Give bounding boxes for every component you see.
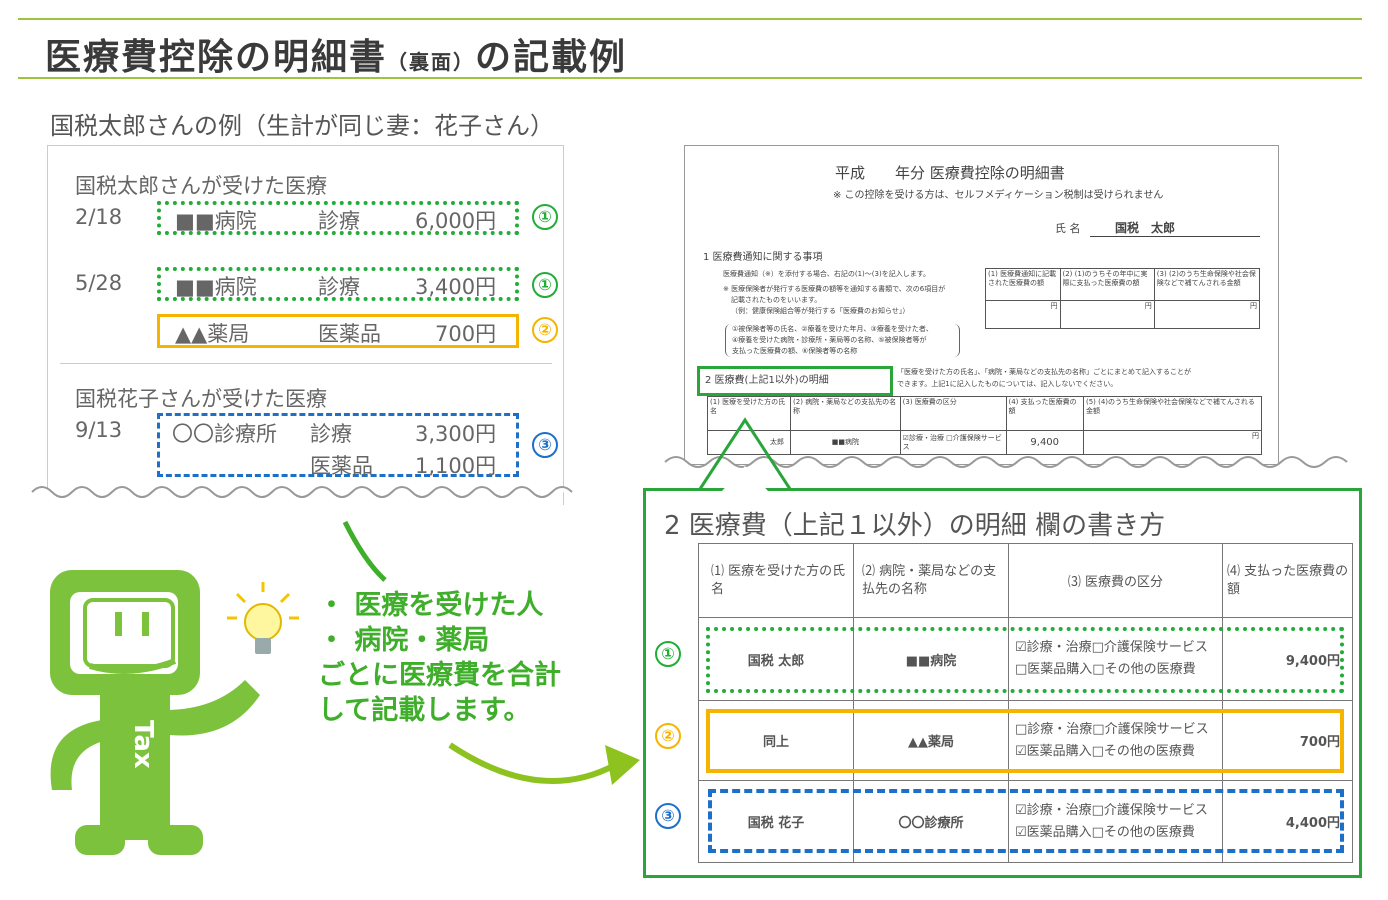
- text: 医療費通知（※）を添付する場合、右記の(1)〜(3)を記入します。: [723, 270, 930, 278]
- type: 診療: [318, 275, 360, 299]
- row-3-highlight: [708, 789, 1344, 853]
- group-1-box: [157, 267, 519, 301]
- wavy-cut-right: [665, 457, 1355, 485]
- mark-1: ①: [532, 272, 558, 298]
- form-title: 平成 年分 医療費控除の明細書: [835, 164, 1065, 182]
- mark-1: ①: [532, 204, 558, 230]
- group-1-box: [157, 201, 519, 235]
- name-value: 国税 太郎: [1090, 221, 1260, 237]
- amount: 1,100円: [415, 454, 497, 478]
- type: 診療: [310, 422, 352, 446]
- mark-2: ②: [532, 317, 558, 343]
- name-label: 氏 名: [1055, 222, 1081, 235]
- example-subtitle: 国税太郎さんの例（生計が同じ妻：花子さん）: [50, 112, 554, 140]
- mark-2: ②: [655, 723, 681, 749]
- arrowhead: [605, 745, 640, 785]
- wavy-line: [664, 456, 1348, 468]
- section1-title: 1 医療費通知に関する事項: [703, 252, 823, 263]
- text: 「医療を受けた方の氏名」、「病院・薬局などの支払先の名称」ごとにまとめて記入する…: [897, 368, 1191, 376]
- table-row: 国税 太郎■■病院 ☑診療・治療□介護保険サービス□医薬品購入□その他の医療費 …: [698, 617, 1353, 701]
- col-header: ⑷ 支払った医療費の額: [1222, 543, 1353, 618]
- type: 医薬品: [310, 454, 373, 478]
- taro-heading: 国税太郎さんが受けた医療: [75, 174, 327, 198]
- form-notice: ※ この控除を受ける方は、セルフメディケーション税制は受けられません: [833, 190, 1164, 201]
- text: 記載されたものをいいます。: [731, 296, 822, 304]
- date: 5/28: [75, 271, 123, 295]
- type: 医薬品: [318, 322, 381, 346]
- col-header: ⑵ 病院・薬局などの支払先の名称: [853, 543, 1009, 618]
- section2-title-highlight: 2 医療費(上記1以外)の明細: [697, 366, 893, 396]
- mark-3: ③: [655, 803, 681, 829]
- lightbulb-icon: [227, 582, 299, 654]
- amount: 3,400円: [415, 275, 497, 299]
- place: ▲▲薬局: [175, 322, 250, 346]
- amount: 700円: [435, 322, 497, 346]
- text: できます。上記1に記入したものについては、記入しないでください。: [897, 380, 1118, 388]
- text: ※ 医療保険者が発行する医療費の額等を通知する書類で、次の6項目が: [723, 285, 946, 293]
- summary-message: ・ 医療を受けた人・ 病院・薬局ごとに医療費を合計して記載します。: [318, 590, 561, 726]
- receipts-panel: [47, 145, 564, 505]
- hanako-heading: 国税花子さんが受けた医療: [75, 387, 327, 411]
- group-2-box: [157, 314, 519, 348]
- place: ■■病院: [175, 275, 257, 299]
- col-header: ⑶ 医療費の区分: [1008, 543, 1223, 618]
- type: 診療: [318, 209, 360, 233]
- arrow-from-receipts: [342, 520, 387, 582]
- place: 〇〇診療所: [172, 422, 277, 446]
- group-3-box: [157, 413, 519, 477]
- col-header: ⑴ 医療を受けた方の氏名: [698, 543, 854, 618]
- form-preview: 平成 年分 医療費控除の明細書 ※ この控除を受ける方は、セルフメディケーション…: [684, 145, 1279, 465]
- top-rule: [18, 18, 1362, 20]
- arrow-to-table: [448, 742, 617, 784]
- mark-1: ①: [655, 641, 681, 667]
- mark-3: ③: [532, 432, 558, 458]
- title-rule: [18, 77, 1362, 79]
- amount: 3,300円: [415, 422, 497, 446]
- divider: [60, 363, 552, 364]
- date: 2/18: [75, 205, 123, 229]
- table-row: 同上▲▲薬局 □診療・治療□介護保険サービス☑医薬品購入□その他の医療費 700…: [698, 700, 1353, 781]
- text: （例：健康保険組合等が発行する「医療費のお知らせ」）: [731, 307, 910, 315]
- amount: 6,000円: [415, 209, 497, 233]
- mascot-label: Tax: [128, 720, 158, 769]
- place: ■■病院: [175, 209, 257, 233]
- wavy-line: [31, 486, 573, 498]
- date: 9/13: [75, 418, 123, 442]
- items-note: ①被保険者等の氏名、②療養を受けた年月、③療養を受けた者、④療養を受けた病院・診…: [725, 324, 960, 357]
- page-title: 医療費控除の明細書（裏面）の記載例: [45, 37, 628, 78]
- wavy-cut-left: [32, 487, 572, 520]
- row-2-highlight: [706, 709, 1344, 773]
- section1-table: (1) 医療費通知に記載された医療費の額(2) (1)のうちその年中に実際に支払…: [985, 268, 1261, 329]
- detail-title: 2 医療費（上記１以外）の明細 欄の書き方: [664, 511, 1166, 541]
- row-1-highlight: [706, 627, 1344, 693]
- tax-mascot: Tax: [50, 570, 260, 855]
